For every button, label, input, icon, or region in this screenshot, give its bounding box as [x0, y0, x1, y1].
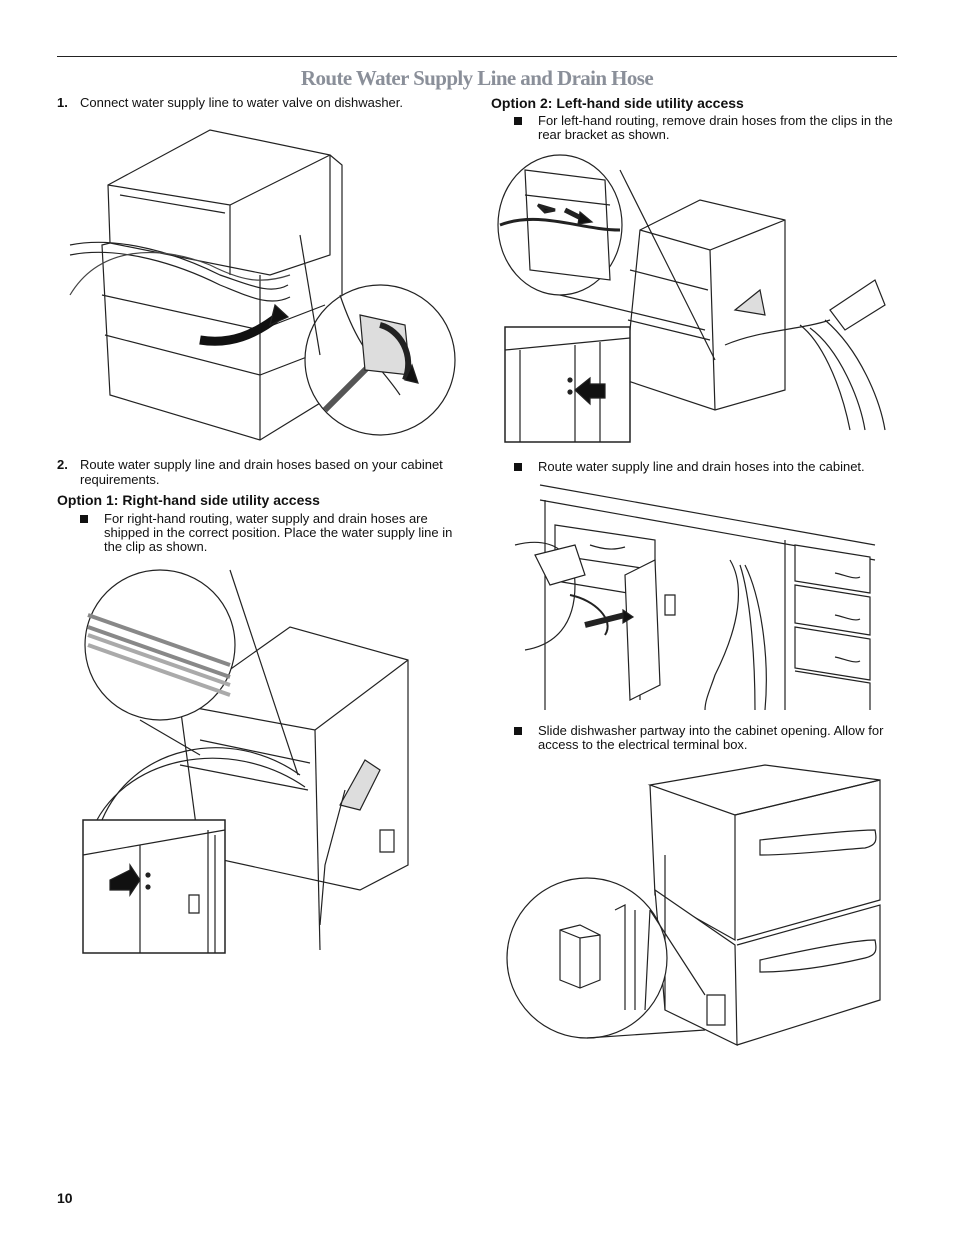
step-2-number: 2.	[57, 457, 68, 472]
bullet-square	[80, 515, 88, 523]
option-2-bullet-1: For left-hand routing, remove drain hose…	[514, 114, 899, 144]
bullet-square	[514, 727, 522, 735]
illustration-slide-into-cabinet	[505, 760, 890, 1045]
option-1-bullet-text: For right-hand routing, water supply and…	[104, 511, 453, 554]
bullet-square	[514, 463, 522, 471]
header-rule	[57, 56, 897, 57]
illustration-water-valve-connection	[60, 125, 460, 445]
step-1-text: Connect water supply line to water valve…	[80, 95, 404, 110]
option-2-bullet-2-text: Route water supply line and drain hoses …	[538, 459, 865, 474]
illustration-left-hand-routing	[500, 150, 895, 450]
page-number: 10	[57, 1190, 73, 1206]
option-1-heading: Option 1: Right-hand side utility access	[57, 492, 320, 508]
option-2-bullet-2: Route water supply line and drain hoses …	[514, 460, 899, 476]
option-1-bullet: For right-hand routing, water supply and…	[80, 512, 467, 556]
step-1-number: 1.	[57, 95, 68, 110]
option-2-bullet-3-text: Slide dishwasher partway into the cabine…	[538, 723, 884, 752]
option-2-bullet-3: Slide dishwasher partway into the cabine…	[514, 724, 899, 754]
page-title: Route Water Supply Line and Drain Hose	[300, 66, 654, 90]
step-2-text: Route water supply line and drain hoses …	[80, 457, 443, 487]
step-1: 1. Connect water supply line to water va…	[57, 95, 477, 111]
bullet-square	[514, 117, 522, 125]
option-2-bullet-1-text: For left-hand routing, remove drain hose…	[538, 113, 893, 142]
option-2-heading: Option 2: Left-hand side utility access	[491, 95, 744, 111]
step-2: 2. Route water supply line and drain hos…	[57, 457, 467, 489]
illustration-right-hand-routing	[80, 565, 420, 955]
illustration-route-into-cabinet	[515, 485, 875, 710]
